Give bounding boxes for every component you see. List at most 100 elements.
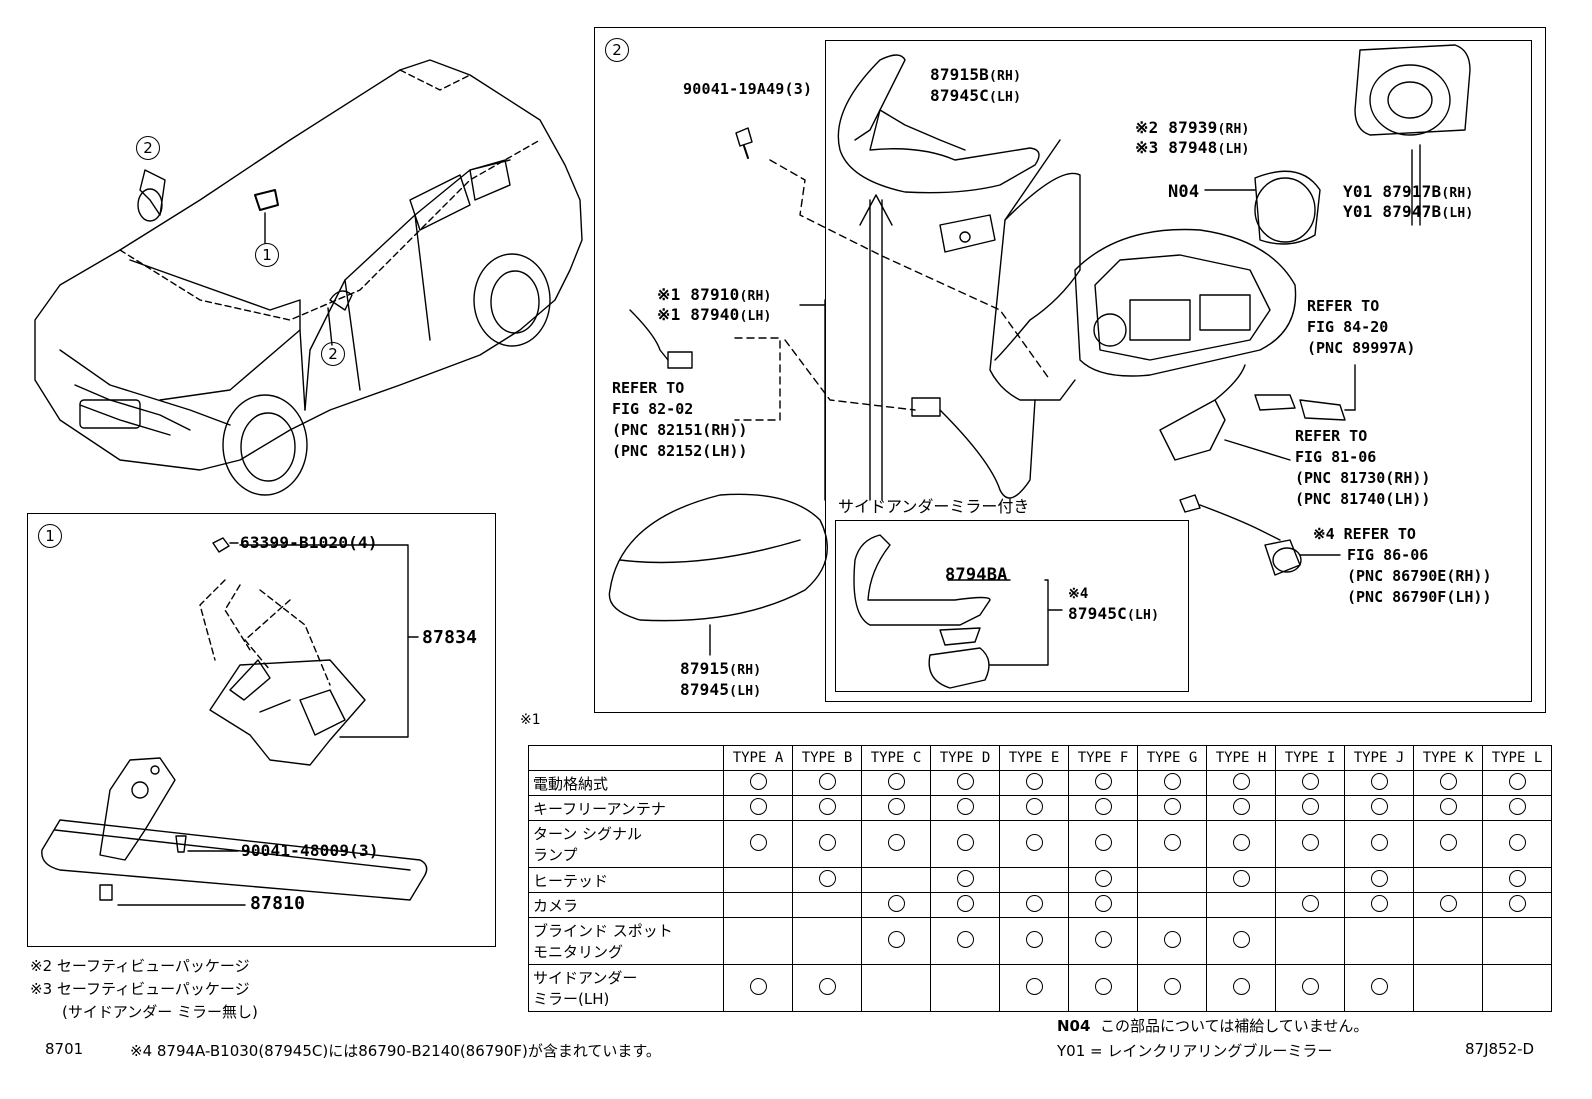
- type-cell: [1482, 964, 1552, 1012]
- availability-circle-icon: [1508, 833, 1526, 851]
- type-cell: [1482, 770, 1552, 796]
- availability-circle-icon: [1025, 977, 1043, 995]
- availability-circle-icon: [1439, 833, 1457, 851]
- type-cell: [1206, 820, 1276, 868]
- availability-circle-icon: [1094, 869, 1112, 887]
- type-cell: [1206, 867, 1276, 893]
- type-cell: [1137, 892, 1207, 918]
- type-cell: [1137, 820, 1207, 868]
- cover-upper-lh[interactable]: 87945C(LH): [930, 86, 1022, 105]
- sub-part-number[interactable]: 8794BA: [945, 565, 1008, 585]
- availability-circle-icon: [1439, 797, 1457, 815]
- type-cell: [1482, 917, 1552, 965]
- cover-lh[interactable]: 87945(LH): [680, 680, 762, 699]
- table-row: サイドアンダーミラー(LH): [528, 964, 1552, 1012]
- type-cell: [930, 892, 1000, 918]
- availability-circle-icon: [1163, 772, 1181, 790]
- mirror-assy-lh[interactable]: ※1 87940(LH): [657, 305, 772, 324]
- mirror-assy-rh[interactable]: ※1 87910(RH): [657, 285, 772, 304]
- type-cell: [861, 795, 931, 821]
- availability-circle-icon: [1301, 977, 1319, 995]
- type-cell: [1137, 964, 1207, 1012]
- type-cell: [930, 867, 1000, 893]
- type-cell: [1413, 964, 1483, 1012]
- feature-label-line: ブラインド スポット: [533, 922, 673, 940]
- availability-circle-icon: [1439, 894, 1457, 912]
- n04-label[interactable]: N04: [1168, 182, 1200, 202]
- screw-part-number[interactable]: 90041-48009(3): [241, 841, 379, 860]
- availability-circle-icon: [1025, 833, 1043, 851]
- type-cell: [1068, 917, 1138, 965]
- availability-circle-icon: [1370, 772, 1388, 790]
- feature-label: ターン シグナルランプ: [528, 820, 724, 868]
- callout-1: 1: [255, 243, 279, 267]
- type-cell: [723, 964, 793, 1012]
- clip-part-number[interactable]: 63399-B1020(4): [240, 533, 378, 552]
- type-cell: [861, 917, 931, 965]
- availability-circle-icon: [956, 869, 974, 887]
- availability-circle-icon: [956, 797, 974, 815]
- type-header-9: TYPE I: [1275, 745, 1345, 771]
- type-cell: [1482, 820, 1552, 868]
- type-cell: [1206, 917, 1276, 965]
- mirror-glass-rh[interactable]: Y01 87917B(RH): [1343, 182, 1474, 201]
- type-cell: [792, 795, 862, 821]
- type-cell: [792, 917, 862, 965]
- feature-label-line: サイドアンダー: [533, 969, 638, 987]
- type-header-12: TYPE L: [1482, 745, 1552, 771]
- type-cell: [1137, 770, 1207, 796]
- turn-lamp-rh[interactable]: ※2 87939(RH): [1135, 118, 1250, 137]
- type-header-10: TYPE J: [1344, 745, 1414, 771]
- type-cell: [792, 770, 862, 796]
- bracket-part-number[interactable]: 87834: [422, 627, 478, 648]
- type-header-2: TYPE B: [792, 745, 862, 771]
- cover-upper-rh[interactable]: 87915B(RH): [930, 65, 1022, 84]
- footnote-4: ※4 8794A-B1030(87945C)には86790-B2140(8679…: [130, 1042, 661, 1060]
- type-cell: [999, 795, 1069, 821]
- availability-circle-icon: [1163, 930, 1181, 948]
- type-cell: [930, 795, 1000, 821]
- feature-label-line: モニタリング: [533, 943, 624, 961]
- panel-2-circle: 2: [605, 38, 629, 62]
- type-cell: [1275, 892, 1345, 918]
- availability-circle-icon: [749, 772, 767, 790]
- type-cell: [999, 892, 1069, 918]
- type-cell: [1344, 770, 1414, 796]
- availability-circle-icon: [1439, 772, 1457, 790]
- availability-circle-icon: [1301, 894, 1319, 912]
- availability-circle-icon: [1025, 894, 1043, 912]
- footnote-2: ※2 セーフティビューパッケージ: [30, 957, 250, 975]
- availability-circle-icon: [1301, 833, 1319, 851]
- type-cell: [1206, 964, 1276, 1012]
- type-cell: [1068, 892, 1138, 918]
- availability-circle-icon: [887, 772, 905, 790]
- type-cell: [1206, 795, 1276, 821]
- side-under-mirror-title: サイドアンダーミラー付き: [838, 497, 1030, 516]
- sub-cover-lh[interactable]: 87945C(LH): [1068, 604, 1160, 623]
- type-cell: [1068, 770, 1138, 796]
- bolt-part-number[interactable]: 90041-19A49(3): [683, 80, 813, 98]
- availability-circle-icon: [1025, 772, 1043, 790]
- inner-mirror-part-number[interactable]: 87810: [250, 893, 306, 914]
- type-cell: [792, 964, 862, 1012]
- feature-label: サイドアンダーミラー(LH): [528, 964, 724, 1012]
- feature-label-line: カメラ: [533, 896, 579, 915]
- type-cell: [1275, 964, 1345, 1012]
- mirror-glass-lh[interactable]: Y01 87947B(LH): [1343, 202, 1474, 221]
- cover-rh[interactable]: 87915(RH): [680, 659, 762, 678]
- side-under-mirror-frame: [835, 520, 1189, 692]
- turn-lamp-lh[interactable]: ※3 87948(LH): [1135, 138, 1250, 157]
- type-cell: [930, 964, 1000, 1012]
- type-cell: [1413, 795, 1483, 821]
- availability-circle-icon: [887, 797, 905, 815]
- type-cell: [1344, 892, 1414, 918]
- availability-circle-icon: [1094, 797, 1112, 815]
- table-corner: [528, 745, 724, 771]
- table-row: ブラインド スポットモニタリング: [528, 917, 1552, 965]
- type-cell: [1344, 795, 1414, 821]
- footnote-n04: N04 この部品については補給していません。: [1057, 1017, 1369, 1035]
